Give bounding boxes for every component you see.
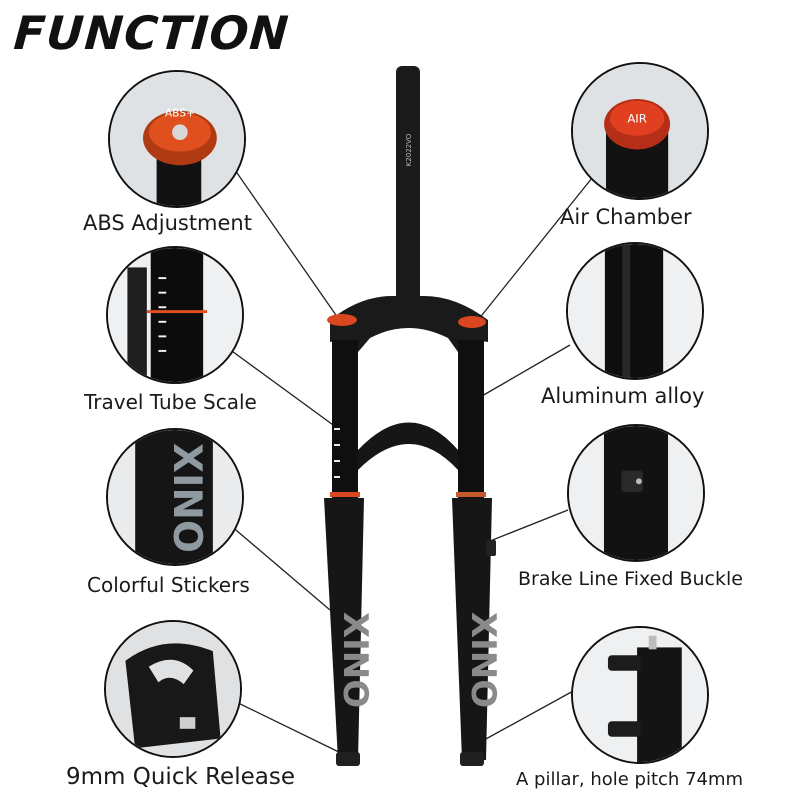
label-aluminum-alloy: Aluminum alloy <box>541 384 705 408</box>
axle-bolt <box>179 717 196 729</box>
travel-tube-scale-circle <box>106 246 244 384</box>
left-lower-leg <box>324 498 364 760</box>
travel-oring <box>146 310 208 314</box>
label-colorful-stickers: Colorful Stickers <box>87 573 250 597</box>
connector-pillar <box>474 689 576 746</box>
brake-line-buckle-circle <box>567 424 705 562</box>
connector-air <box>477 177 593 321</box>
abs-adjustment-circle: ABS+ <box>108 70 246 208</box>
label-air-chamber: Air Chamber <box>560 205 692 229</box>
brand-sticker-right: XINO <box>463 612 503 708</box>
left-dropout <box>336 752 360 766</box>
right-stanchion <box>458 340 484 500</box>
right-dropout <box>460 752 484 766</box>
sticker-detail: XINO <box>164 443 209 553</box>
buckle-detail <box>621 470 643 493</box>
connector-release <box>231 699 346 756</box>
air-cap-label: AIR <box>627 111 647 125</box>
right-lower-leg <box>452 498 492 760</box>
colorful-stickers-circle: XINO <box>106 428 244 566</box>
connector-stickers <box>229 524 331 611</box>
steerer-tube <box>396 66 420 302</box>
connector-abs <box>227 159 339 319</box>
connector-alloy <box>474 344 571 401</box>
travel-scale <box>334 428 340 478</box>
label-quick-release: 9mm Quick Release <box>66 764 295 790</box>
pillar-circle <box>571 626 709 764</box>
right-seal-ring <box>456 492 486 497</box>
steerer-code: K2022VO <box>405 133 413 166</box>
air-chamber-circle: AIR <box>571 62 709 200</box>
label-brake-line-buckle: Brake Line Fixed Buckle <box>518 568 743 590</box>
pillar-top <box>607 655 641 671</box>
label-pillar: A pillar, hole pitch 74mm <box>516 769 744 790</box>
air-cap-top <box>458 316 486 328</box>
brake-buckle <box>486 540 496 556</box>
left-stanchion <box>332 340 358 500</box>
label-travel-tube-scale: Travel Tube Scale <box>84 390 257 414</box>
connector-buckle <box>479 509 569 546</box>
fork-arch <box>358 422 458 470</box>
abs-knob-top <box>327 314 357 326</box>
abs-knob-label: ABS+ <box>165 107 195 120</box>
label-abs-adjustment: ABS Adjustment <box>83 211 252 235</box>
quick-release-circle <box>104 620 242 758</box>
pillar-bottom <box>607 721 641 737</box>
brand-sticker-left: XINO <box>335 612 375 708</box>
aluminum-alloy-circle <box>566 242 704 380</box>
crown <box>330 296 488 352</box>
left-seal-ring <box>330 492 360 497</box>
